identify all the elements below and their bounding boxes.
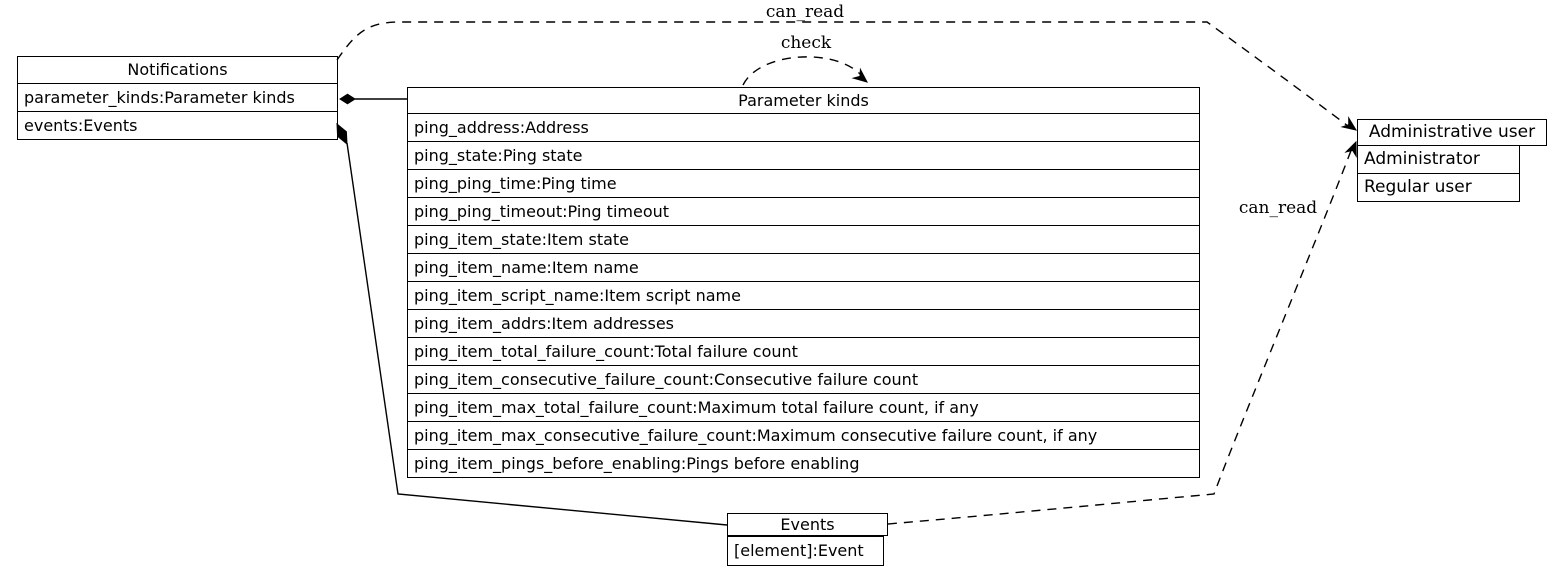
node-administrative-user-title: Administrative user bbox=[1368, 122, 1536, 142]
edge-label-can-read-top: can_read bbox=[765, 2, 845, 22]
node-administrative-user: Administrative user bbox=[1357, 119, 1547, 146]
node-parameter-kinds-row: ping_item_script_name:Item script name bbox=[408, 281, 1199, 309]
node-parameter-kinds-row: ping_item_addrs:Item addresses bbox=[408, 309, 1199, 337]
node-notifications-row-parameter-kinds: parameter_kinds:Parameter kinds bbox=[18, 83, 337, 111]
composition-diamond-parameter-kinds bbox=[339, 93, 356, 105]
node-notifications: Notifications parameter_kinds:Parameter … bbox=[17, 56, 338, 140]
node-events: Events bbox=[727, 513, 888, 536]
node-parameter-kinds-row: ping_item_max_consecutive_failure_count:… bbox=[408, 421, 1199, 449]
composition-diamond-events bbox=[336, 122, 348, 146]
node-parameter-kinds-row: ping_item_consecutive_failure_count:Cons… bbox=[408, 365, 1199, 393]
arrowhead-check bbox=[851, 67, 868, 83]
node-administrative-user-row-administrator: Administrator bbox=[1364, 149, 1480, 169]
arrowhead-can-read-top bbox=[1340, 116, 1358, 131]
node-parameter-kinds-row: ping_item_max_total_failure_count:Maximu… bbox=[408, 393, 1199, 421]
node-parameter-kinds-row: ping_ping_timeout:Ping timeout bbox=[408, 197, 1199, 225]
node-parameter-kinds-row: ping_ping_time:Ping time bbox=[408, 169, 1199, 197]
node-parameter-kinds-row: ping_item_state:Item state bbox=[408, 225, 1199, 253]
node-parameter-kinds-row: ping_item_name:Item name bbox=[408, 253, 1199, 281]
node-administrative-user-rows: Administrator Regular user bbox=[1357, 145, 1520, 202]
node-parameter-kinds-row: ping_item_total_failure_count:Total fail… bbox=[408, 337, 1199, 365]
node-parameter-kinds-row: ping_address:Address bbox=[408, 113, 1199, 141]
node-parameter-kinds-row: ping_item_pings_before_enabling:Pings be… bbox=[408, 449, 1199, 477]
node-parameter-kinds-title: Parameter kinds bbox=[738, 91, 869, 110]
node-parameter-kinds-row: ping_state:Ping state bbox=[408, 141, 1199, 169]
arrowhead-can-read-bottom bbox=[1344, 140, 1357, 158]
edge-label-check: check bbox=[780, 33, 832, 53]
edge-label-can-read-bottom: can_read bbox=[1238, 198, 1318, 218]
node-notifications-title: Notifications bbox=[127, 60, 228, 79]
node-parameter-kinds: Parameter kinds ping_address:Address pin… bbox=[407, 87, 1200, 478]
node-administrative-user-row-regular-user: Regular user bbox=[1358, 173, 1519, 201]
edge-parameter-kinds-check-self bbox=[742, 56, 862, 86]
node-events-row-element: [element]:Event bbox=[734, 541, 864, 560]
node-events-title: Events bbox=[780, 515, 835, 534]
node-events-rows: [element]:Event bbox=[727, 536, 884, 566]
node-notifications-row-events: events:Events bbox=[18, 111, 337, 139]
